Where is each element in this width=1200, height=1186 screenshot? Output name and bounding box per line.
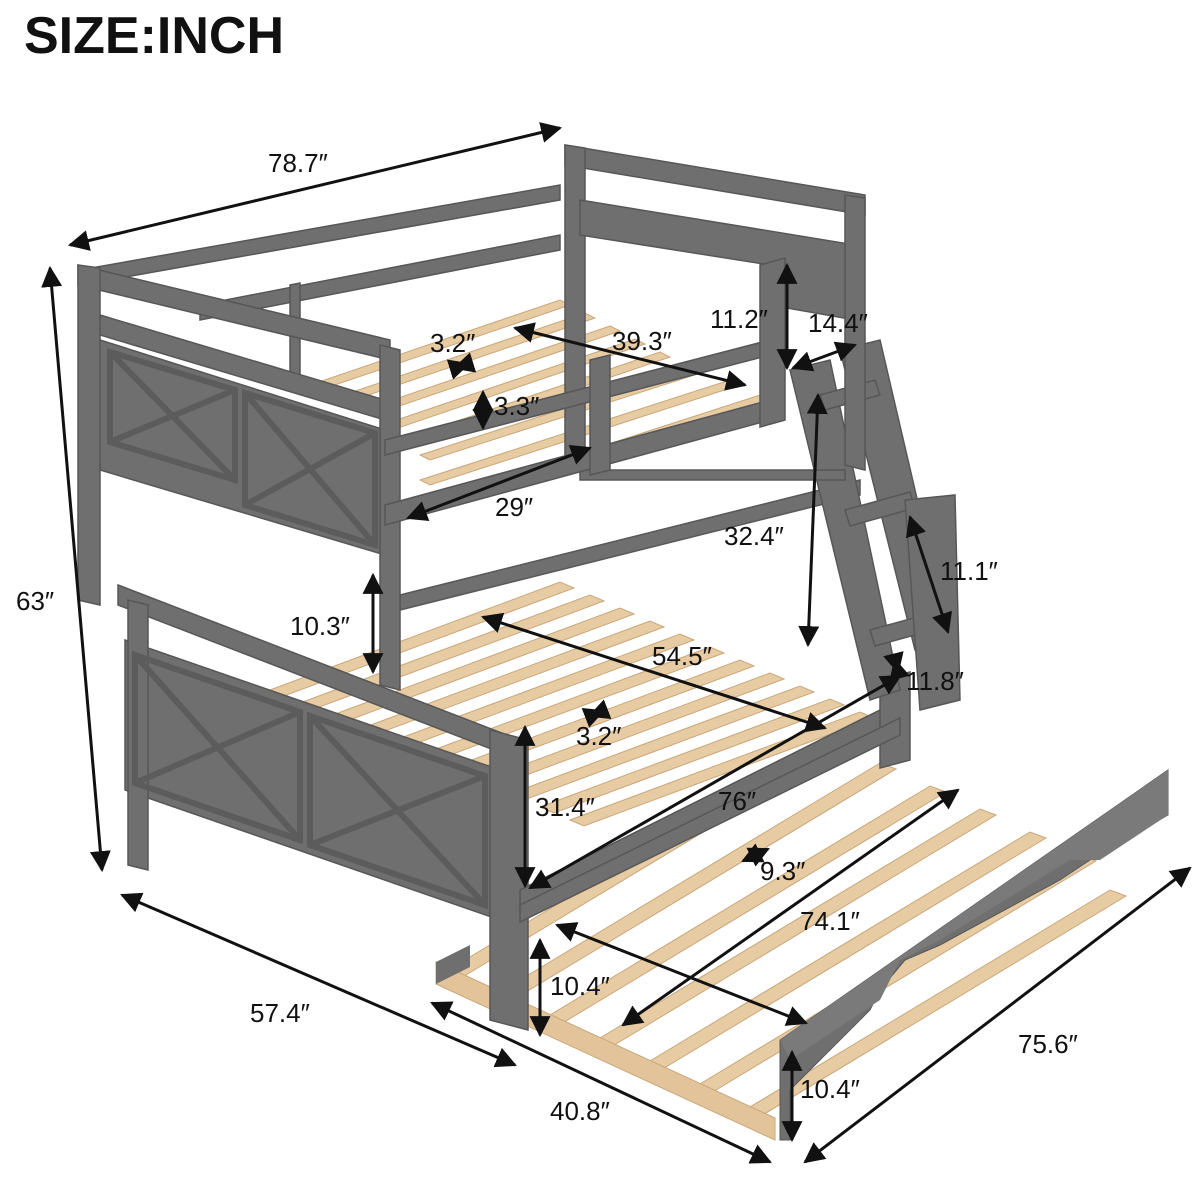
label-step-spacing: 11.1″ — [940, 556, 998, 586]
label-overall-width: 57.4″ — [250, 998, 310, 1028]
label-ladder-width: 14.4″ — [808, 308, 868, 338]
dimension-lines — [41, 122, 1192, 1164]
label-overall-height: 63″ — [16, 586, 54, 616]
label-trundle-length: 75.6″ — [1018, 1029, 1078, 1059]
label-step-depth: 11.8″ — [906, 666, 964, 696]
ladder — [789, 339, 961, 711]
label-lower-slat-gap: 3.2″ — [576, 721, 621, 751]
label-lower-inner-width: 54.5″ — [652, 641, 712, 671]
label-upper-inner-length: 39.3″ — [612, 326, 672, 356]
label-ladder-height: 32.4″ — [724, 521, 784, 551]
label-lower-end-height: 31.4″ — [535, 792, 595, 822]
label-lower-inner-length: 76″ — [718, 786, 756, 816]
label-upper-opening: 29″ — [495, 492, 533, 522]
page-title: SIZE:INCH — [24, 7, 284, 65]
label-overall-length: 78.7″ — [268, 148, 328, 178]
label-trundle-clearance: 10.4″ — [550, 971, 610, 1001]
label-upper-rail-gap: 3.3″ — [494, 391, 539, 421]
upper-bed-frame — [77, 144, 866, 691]
label-trundle-inner-length: 74.1″ — [800, 906, 860, 936]
lower-bed-frame — [117, 479, 911, 1031]
label-upper-slat-gap: 3.2″ — [430, 328, 475, 358]
label-lower-clearance: 10.3″ — [290, 611, 350, 641]
label-trundle-width: 40.8″ — [550, 1096, 610, 1126]
label-trundle-height: 10.4″ — [800, 1074, 860, 1104]
label-upper-guard-height: 11.2″ — [710, 304, 768, 334]
label-trundle-slat-gap: 9.3″ — [760, 856, 805, 886]
dimension-labels: 78.7″ 63″ 3.2″ 39.3″ 11.2″ 14.4″ 3.3″ 29… — [16, 148, 1078, 1126]
